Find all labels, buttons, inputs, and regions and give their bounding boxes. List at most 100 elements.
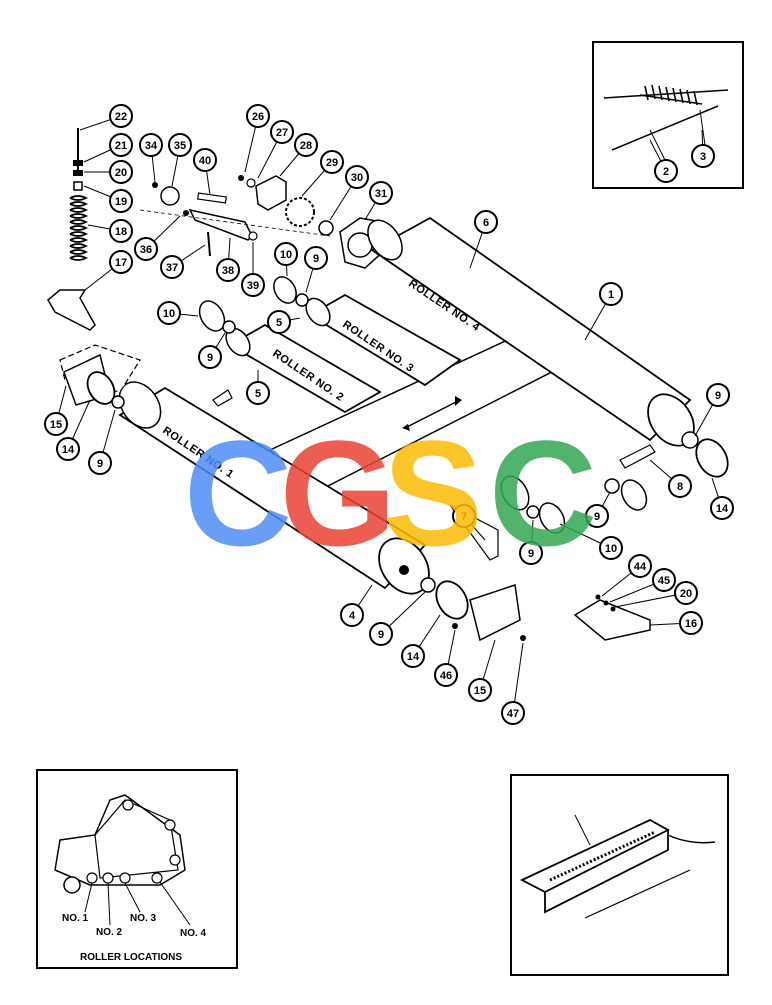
callout-2: 2: [654, 159, 678, 183]
callout-9g: 9: [369, 622, 393, 646]
arrow-head: [455, 396, 462, 406]
arm-38: [188, 208, 253, 241]
callout-number: 5: [255, 388, 261, 400]
roller-4: [367, 216, 695, 447]
callout-number: 15: [474, 685, 486, 697]
callout-9d: 9: [706, 383, 730, 407]
location-no-4: NO. 4: [180, 928, 207, 939]
callout-47: 47: [501, 701, 525, 725]
tool-41-cable: [667, 834, 716, 844]
callout-circle: [267, 310, 291, 334]
callout-35: 35: [168, 133, 192, 157]
callout-36: 36: [134, 237, 158, 261]
callout-number: 14: [62, 444, 75, 456]
callout-number: 9: [594, 511, 600, 523]
callout-circle: [304, 246, 328, 270]
callout-circle: [599, 282, 623, 306]
callout-number: 22: [115, 111, 127, 123]
callout-number: 20: [680, 588, 692, 600]
left-hub-parts: [59, 276, 309, 409]
callout-circle: [109, 160, 133, 184]
callout-circle: [109, 250, 133, 274]
callout-3: 3: [691, 144, 715, 168]
direction-arrow: [404, 399, 461, 429]
callout-9b: 9: [198, 345, 222, 369]
callout-14c: 14: [401, 644, 425, 668]
callout-circle: [109, 219, 133, 243]
callout-39: 39: [241, 273, 265, 297]
nut-20: [610, 606, 616, 612]
callout-circle: [246, 104, 270, 128]
callout-circle: [241, 273, 265, 297]
assembly-centerline: [139, 209, 331, 237]
callout-circle: [157, 301, 181, 325]
callout-46: 46: [434, 663, 458, 687]
callout-circle: [668, 474, 692, 498]
callout-circle: [691, 144, 715, 168]
callout-circle: [109, 189, 133, 213]
callout-circle: [519, 541, 543, 565]
callout-number: 14: [407, 651, 420, 663]
callout-number: 15: [50, 419, 62, 431]
callout-circle: [434, 663, 458, 687]
callout-number: 10: [163, 308, 175, 320]
callout-circle: [109, 133, 133, 157]
callout-number: 36: [140, 244, 152, 256]
clip: [212, 389, 233, 407]
watermark-letter: S: [383, 409, 483, 577]
callout-circle: [674, 581, 698, 605]
bearing-30: [318, 220, 334, 236]
callout-number: 10: [605, 543, 617, 555]
callout-9c: 9: [88, 451, 112, 475]
callout-circle: [401, 644, 425, 668]
callout-circle: [654, 159, 678, 183]
callout-10b: 10: [157, 301, 181, 325]
callout-number: 9: [313, 253, 319, 265]
callout-4: 4: [340, 603, 364, 627]
inset-leaders: [84, 881, 191, 926]
roller-2: [225, 323, 382, 414]
callout-14a: 14: [56, 437, 80, 461]
locations-title: ROLLER LOCATIONS: [80, 952, 182, 963]
callout-number: 18: [115, 226, 127, 238]
callout-number: 31: [375, 188, 387, 200]
bolt-26: [238, 175, 244, 181]
callout-circle: [369, 622, 393, 646]
pin-37: [207, 231, 211, 257]
idler-assembly: [139, 175, 386, 269]
callout-18: 18: [109, 219, 133, 243]
callout-number: 45: [658, 575, 670, 587]
bracket-16: [573, 599, 651, 641]
bearing-housing-28: [255, 175, 287, 211]
callout-circle: [270, 120, 294, 144]
callout-circle: [56, 437, 80, 461]
callout-7: 7: [452, 504, 476, 528]
shaft-40: [197, 192, 227, 204]
callout-circle: [294, 133, 318, 157]
callout-number: 5: [276, 317, 282, 329]
callout-9f: 9: [519, 541, 543, 565]
callout-45: 45: [652, 568, 676, 592]
location-no-1: NO. 1: [62, 913, 89, 924]
callout-circle: [369, 181, 393, 205]
callout-number: 27: [276, 127, 288, 139]
callout-layer: 1234556789999999101010141414151516171819…: [44, 104, 734, 817]
leader-line: [649, 129, 666, 161]
callout-circle: [706, 383, 730, 407]
callout-number: 8: [677, 481, 683, 493]
callout-number: 6: [483, 217, 489, 229]
wheel: [63, 876, 81, 894]
lacing-tool-inset: [510, 774, 729, 976]
callout-29: 29: [320, 150, 344, 174]
callout-number: 47: [507, 708, 519, 720]
callout-22: 22: [109, 104, 133, 128]
callout-15a: 15: [44, 412, 68, 436]
nut-20: [73, 170, 83, 176]
callout-number: 7: [461, 511, 467, 523]
callout-number: 9: [715, 390, 721, 402]
callout-20a: 20: [109, 160, 133, 184]
flange-10: [273, 276, 297, 304]
callout-5a: 5: [267, 310, 291, 334]
callout-circle: [679, 611, 703, 635]
roller-1: [118, 381, 430, 595]
